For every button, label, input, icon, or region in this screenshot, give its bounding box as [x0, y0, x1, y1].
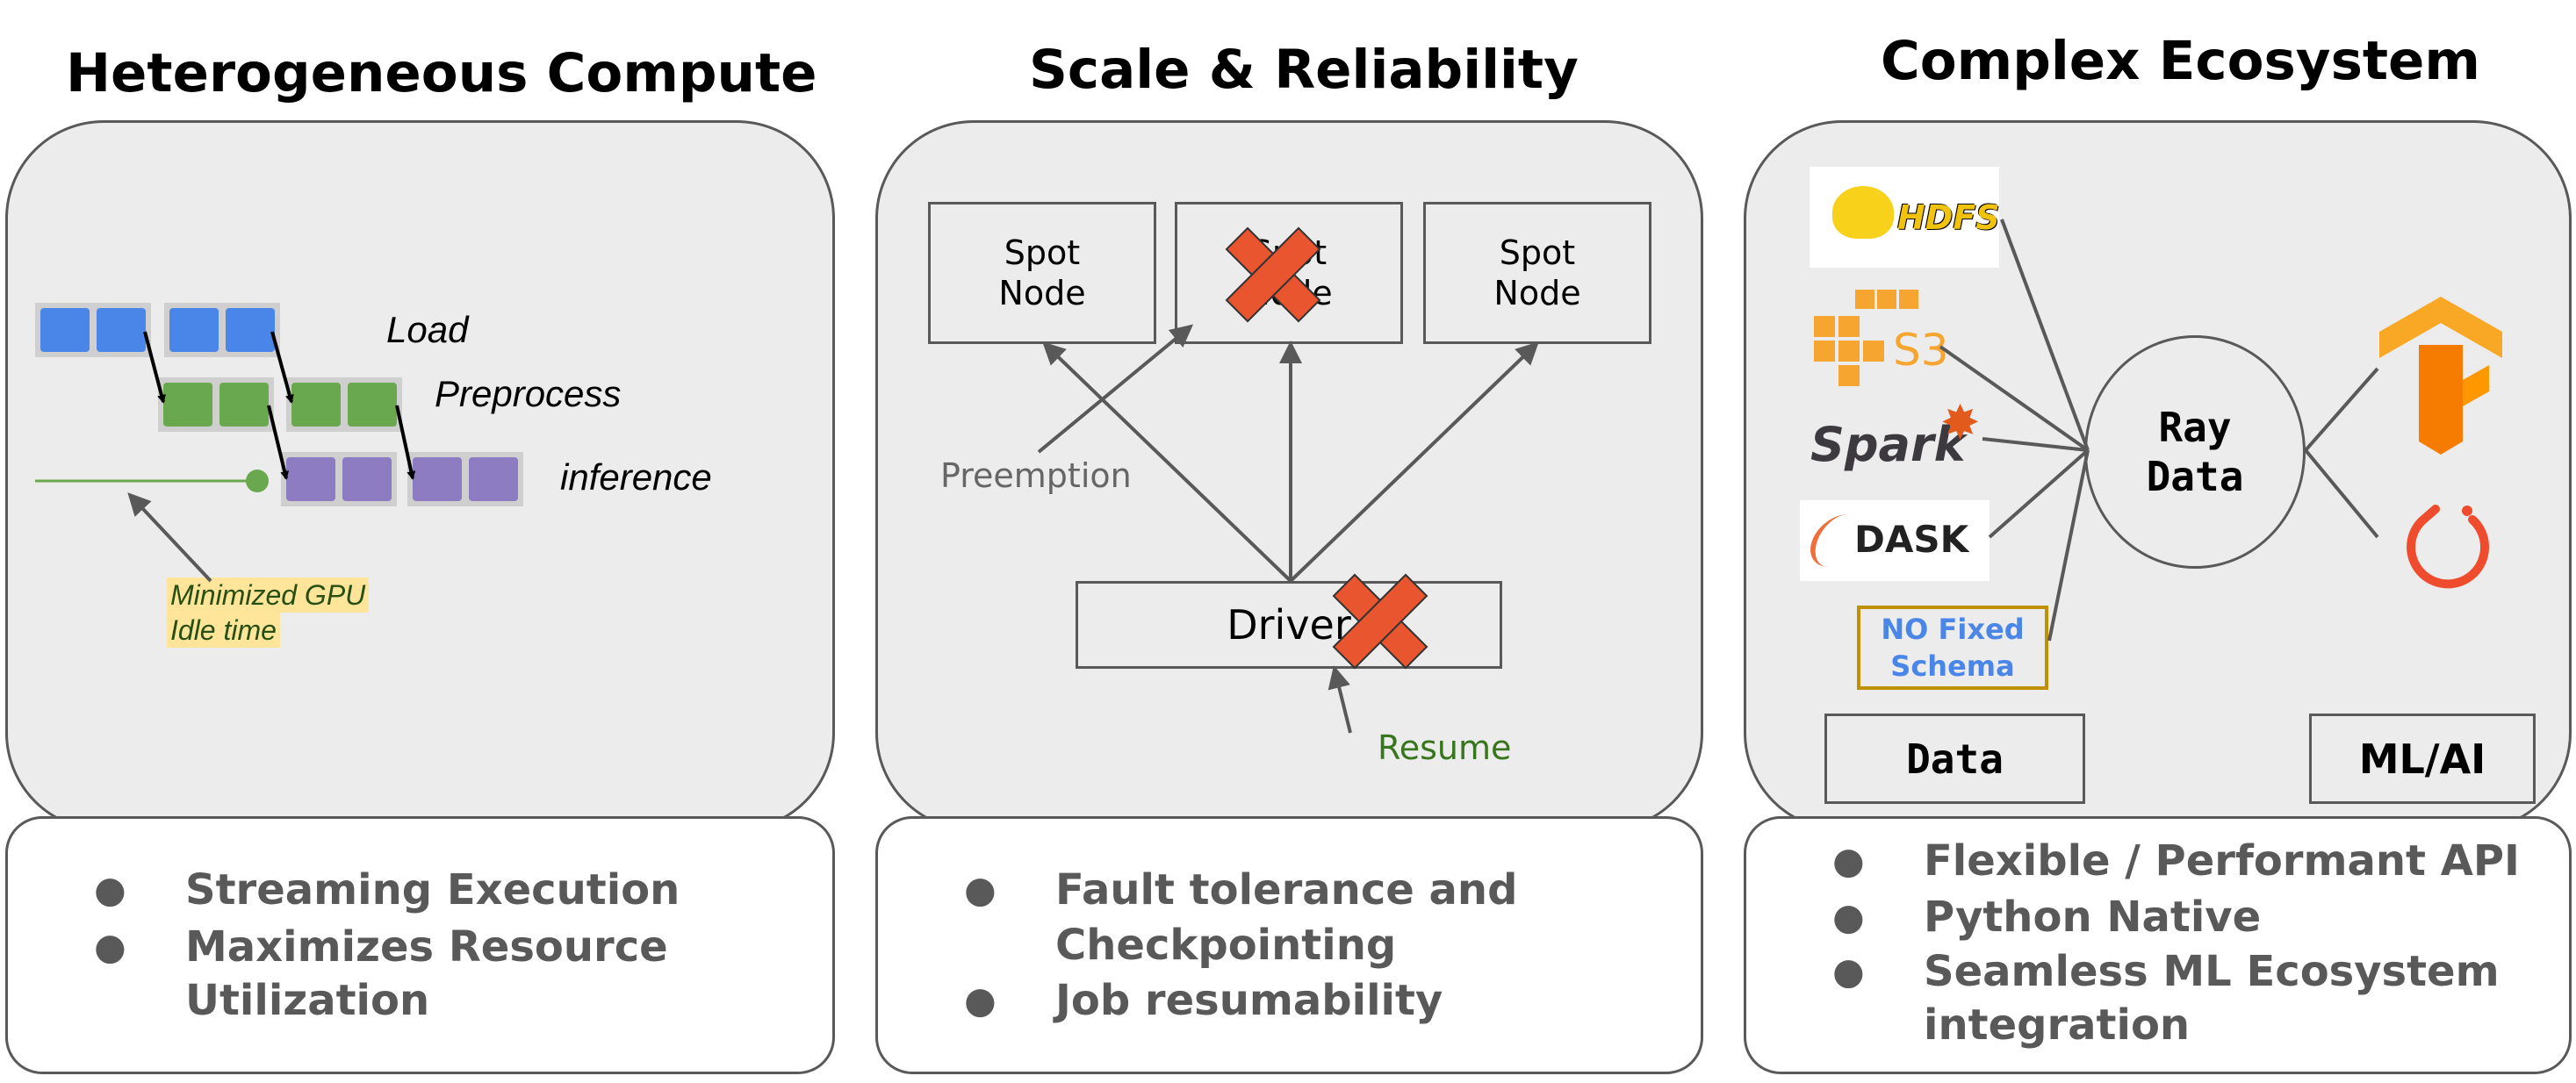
resume-label: Resume: [1378, 728, 1512, 767]
preprocess-block: [163, 383, 212, 427]
inference-block: [469, 457, 518, 501]
title-complex-ecosystem: Complex Ecosystem: [1881, 30, 2480, 92]
preemption-label: Preemption: [940, 456, 1132, 495]
hdfs-connector: [2000, 219, 2090, 451]
resume-arrow: [1328, 665, 1352, 734]
dask-connector: [1988, 448, 2090, 539]
bullet-dot: ●: [964, 979, 997, 1022]
spot-node-1: Spot Node: [928, 202, 1156, 344]
preprocess-to-inference-arrow: [395, 405, 416, 480]
s3-logo: S3: [1807, 290, 1982, 391]
hdfs-logo: HDFS: [1810, 167, 2000, 268]
title-scale-reliability: Scale & Reliability: [1029, 39, 1579, 101]
mlai-box-label: ML/AI: [2358, 735, 2486, 783]
bullet-dot: ●: [964, 868, 997, 911]
idle-note-pointer: [127, 492, 212, 583]
node-label: Node: [998, 274, 1086, 312]
s3-connector: [1939, 345, 2090, 452]
tensorflow-logo-icon: [2379, 297, 2502, 455]
node-label: Node: [1493, 274, 1581, 312]
pytorch-connector: [2304, 448, 2379, 539]
driver-arrows: [1037, 324, 1539, 734]
ecosystem-connectors: [1939, 219, 2379, 642]
s3-logo-text: S3: [1893, 325, 1949, 376]
load-block: [226, 308, 275, 352]
bullet-dot: ●: [94, 925, 126, 968]
bullet-text: Streaming Execution: [185, 865, 680, 914]
bullet-text: Utilization: [185, 976, 430, 1025]
no-fixed-schema-box: NO Fixed Schema: [1857, 606, 2048, 690]
inference-block: [342, 457, 392, 501]
spark-logo-text: Spark: [1810, 417, 1966, 472]
schema-connector: [2047, 449, 2090, 642]
bullet-dot: ●: [1832, 895, 1865, 938]
stage-label-load: Load: [386, 309, 469, 350]
bullets-box-ecosystem: ● Flexible / Performant API ● Python Nat…: [1744, 816, 2572, 1074]
dask-logo-text: DASK: [1854, 518, 1969, 561]
stage-label-preprocess: Preprocess: [435, 373, 622, 414]
stage-arrows: [143, 331, 416, 480]
note-line: Minimized GPU: [167, 577, 370, 613]
preprocess-block: [219, 383, 269, 427]
idle-timeline-end: [246, 470, 269, 492]
hadoop-elephant-icon: [1832, 186, 1894, 239]
failure-cross-icon: [1225, 226, 1321, 323]
stage-label-inference: inference: [560, 456, 712, 498]
spark-connector: [1982, 437, 2089, 452]
data-box-label: Data: [1906, 735, 2004, 783]
ray-data-label: Data: [2146, 453, 2244, 500]
tensorflow-connector: [2304, 367, 2379, 452]
no-schema-line: NO Fixed: [1881, 613, 2025, 646]
panel-heterogeneous-compute: [5, 120, 835, 831]
bullets-box-heterogeneous: ● Streaming Execution ● Maximizes Resour…: [5, 816, 835, 1074]
preemption-arrow: [1037, 324, 1194, 454]
driver-box: Driver: [1076, 581, 1502, 669]
driver-label: Driver: [1227, 601, 1351, 649]
pytorch-logo-icon: [2407, 505, 2490, 589]
preprocess-block: [291, 383, 341, 427]
load-block: [97, 308, 146, 352]
driver-to-node-3-arrow: [1289, 341, 1539, 583]
bullet-text: Flexible / Performant API: [1924, 836, 2520, 886]
data-box: Data: [1824, 714, 2085, 804]
bullet-text: Maximizes Resource: [185, 922, 668, 972]
bullets-box-scale: ● Fault tolerance and Checkpointing ● Jo…: [875, 816, 1703, 1074]
bullet-text: Checkpointing: [1055, 921, 1397, 970]
no-schema-line: Schema: [1890, 649, 2015, 683]
aws-cubes-icon: [1807, 290, 1918, 386]
bullet-text: Python Native: [1924, 893, 2262, 942]
bullet-text: Seamless ML Ecosystem: [1924, 947, 2500, 996]
driver-to-node-1-arrow: [1042, 341, 1292, 583]
idle-time-note: Minimized GPU Idle time: [167, 577, 370, 648]
ray-data-label: Ray: [2158, 404, 2232, 451]
inference-block: [413, 457, 462, 501]
preprocess-block: [348, 383, 397, 427]
note-line: Idle time: [167, 613, 280, 648]
bullet-text: Job resumability: [1055, 976, 1443, 1025]
load-to-preprocess-arrow: [270, 331, 294, 404]
title-heterogeneous-compute: Heterogeneous Compute: [66, 42, 817, 104]
bullet-text: integration: [1924, 1001, 2191, 1050]
dask-logo: DASK: [1800, 500, 1990, 581]
mlai-box: ML/AI: [2309, 714, 2536, 804]
load-to-preprocess-arrow: [143, 331, 166, 404]
node-label: Spot: [1004, 233, 1081, 272]
hdfs-logo-text: HDFS: [1897, 198, 2000, 237]
bullet-dot: ●: [1832, 950, 1865, 993]
node-label: Spot: [1499, 233, 1576, 272]
failure-cross-icon: [1332, 573, 1428, 670]
ray-data-circle: Ray Data: [2084, 335, 2306, 569]
bullet-text: Fault tolerance and: [1055, 865, 1518, 914]
bullet-dot: ●: [1832, 839, 1865, 882]
inference-block: [286, 457, 335, 501]
load-block: [169, 308, 219, 352]
preprocess-to-inference-arrow: [267, 405, 289, 480]
spark-star-icon: ✸: [1940, 395, 1981, 450]
load-block: [40, 308, 90, 352]
spark-logo: Spark ✸: [1810, 399, 1986, 478]
bullet-dot: ●: [94, 868, 126, 911]
